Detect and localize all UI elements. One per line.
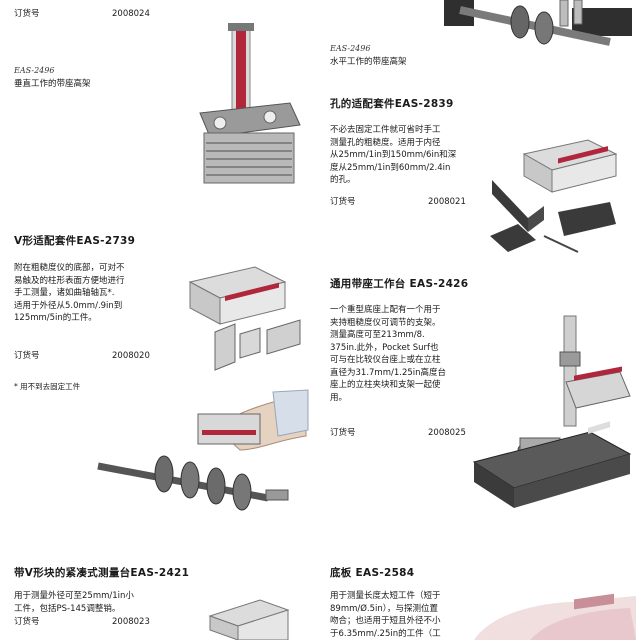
universal-stand-body-line: 测量高度可至213mm/8.: [330, 330, 425, 340]
compact-stand-body-line: 用于测量外径可至25mm/1in小: [14, 591, 134, 601]
universal-stand-image: [472, 315, 632, 508]
v-adapter-body-line: 手工测量，诸如曲轴轴瓦*.: [14, 288, 115, 298]
base-plate-body-line: 用于测量长度太短工件（短于: [330, 591, 441, 601]
hole-adapter-body-line: 不必去固定工件就可省时手工: [330, 125, 441, 135]
hole-adapter-order-label: 订货号: [330, 197, 356, 207]
compact-stand-title: 带V形块的紧凑式测量台EAS-2421: [14, 567, 190, 579]
v-adapter-body-line: 易触及的柱形表面方便地进行: [14, 275, 125, 286]
universal-stand-body-line: 直径为31.7mm/1.25in高度台: [330, 367, 447, 378]
horizontal-stand-model: EAS-2496: [330, 44, 371, 53]
universal-stand-body-line: 可与在比较仪台座上或在立柱: [330, 355, 441, 365]
compact-stand-image: [208, 599, 290, 640]
v-adapter-order-number: 2008020: [112, 351, 150, 361]
compact-stand-order-number: 2008023: [112, 617, 150, 627]
universal-stand-body: 一个重型底座上配有一个用于 夹持粗糙度仪可调节的支架。 测量高度可至213mm/…: [330, 304, 446, 404]
universal-stand-order-number: 2008025: [428, 428, 466, 438]
v-adapter-title: V形适配套件EAS-2739: [14, 235, 136, 247]
compact-stand-body: 用于测量外径可至25mm/1in小 工件，包括PS-145调整销。: [14, 590, 134, 615]
vertical-stand-model: EAS-2496: [14, 66, 55, 75]
hole-adapter-body-line: 度从25mm/1in到60mm/2.4in: [330, 162, 451, 173]
top-order-number: 2008024: [112, 9, 150, 19]
base-plate-body-line: 于6.35mm/.25in的工件（工: [330, 628, 441, 639]
hole-adapter-body-line: 的孔。: [330, 175, 356, 185]
universal-stand-body-line: 375in.此外，Pocket Surf也: [330, 342, 439, 353]
hole-adapter-body-line: 从25mm/1in到150mm/6in和深: [330, 150, 457, 160]
engine-block-image: [199, 23, 301, 184]
base-plate-title: 底板 EAS-2584: [330, 567, 415, 579]
v-adapter-body: 附在粗糙度仪的底部，可对不 易触及的柱形表面方便地进行 手工测量，诸如曲轴轴瓦*…: [14, 262, 125, 325]
crankshaft-hand-image: [97, 389, 309, 511]
v-adapter-note: * 用不到去固定工件: [14, 382, 81, 391]
hole-adapter-body: 不必去固定工件就可省时手工 测量孔的粗糙度。适用于内径 从25mm/1in到15…: [330, 124, 456, 187]
compact-stand-body-line: 工件，包括PS-145调整销。: [14, 603, 121, 614]
universal-stand-order-label: 订货号: [330, 428, 356, 438]
hole-adapter-order-number: 2008021: [428, 197, 466, 207]
v-adapter-body-line: 附在粗糙度仪的底部，可对不: [14, 263, 125, 273]
base-plate-body: 用于测量长度太短工件（短于 89mm/Ø.5in），与探测位置 吻合；也适用于短…: [330, 590, 441, 640]
hole-adapter-body-line: 测量孔的粗糙度。适用于内径: [330, 137, 441, 148]
horizontal-stand-image: [444, 0, 632, 46]
hole-adapter-kit-image: [490, 139, 618, 253]
horizontal-stand-caption: 水平工作的带座高架: [330, 57, 407, 67]
compact-stand-order-label: 订货号: [14, 617, 40, 627]
universal-stand-body-line: 一个重型底座上配有一个用于: [330, 305, 441, 315]
universal-stand-body-line: 夹持粗糙度仪可调节的支架。: [330, 317, 441, 328]
v-adapter-order-label: 订货号: [14, 351, 40, 361]
v-adapter-body-line: 适用于外径从5.0mm/.9in到: [14, 300, 123, 311]
base-plate-body-line: 89mm/Ø.5in），与探测位置: [330, 603, 439, 614]
hole-adapter-title: 孔的适配套件EAS-2839: [330, 98, 454, 110]
universal-stand-title: 通用带座工作台 EAS-2426: [330, 278, 469, 290]
top-order-label: 订货号: [14, 9, 40, 19]
v-adapter-kit-image: [188, 266, 301, 371]
v-adapter-body-line: 125mm/5in的工件。: [14, 313, 97, 323]
vertical-stand-caption: 垂直工作的带座高架: [14, 79, 91, 89]
base-plate-image: [474, 593, 636, 640]
base-plate-body-line: 吻合；也适用于短且外径不小: [330, 616, 441, 626]
universal-stand-body-line: 用。: [330, 392, 348, 403]
universal-stand-body-line: 座上的立柱夹块和支架一起使: [330, 380, 441, 390]
